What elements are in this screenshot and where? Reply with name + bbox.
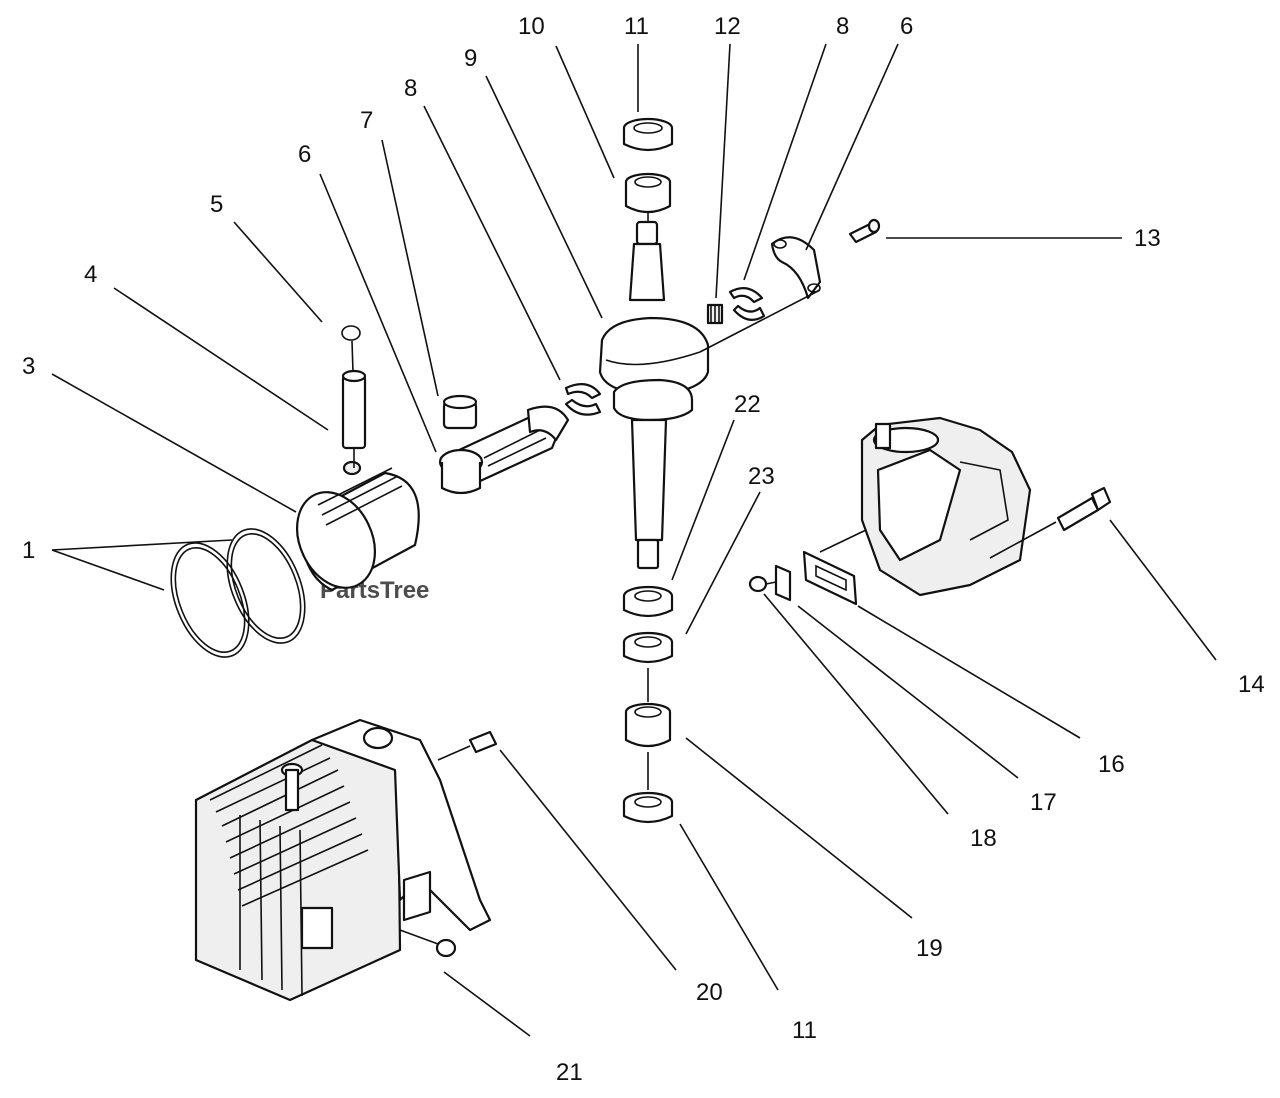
top-seal <box>622 117 674 152</box>
top-bearing <box>624 172 672 222</box>
rod-cap <box>770 236 822 300</box>
piston <box>296 460 420 592</box>
reed-screw <box>748 575 777 593</box>
callout-1: 1 <box>22 537 35 564</box>
retaining-clip <box>341 325 361 373</box>
needle-bearing <box>706 303 724 325</box>
callout-5: 5 <box>210 191 223 218</box>
reed-valve <box>774 564 792 602</box>
callout-4: 4 <box>84 261 97 288</box>
wrist-pin <box>341 369 367 468</box>
bearing-halves-right <box>728 287 766 321</box>
callout-labels: 1 3 4 5 6 7 8 9 10 11 12 8 6 13 22 23 14… <box>22 13 1265 1086</box>
callout-19: 19 <box>916 935 943 962</box>
callout-6-right: 6 <box>900 13 913 40</box>
callout-17: 17 <box>1030 789 1057 816</box>
piston-rings <box>170 528 306 658</box>
crankcase <box>860 416 1032 597</box>
leader-lines <box>51 43 1217 1037</box>
callout-14: 14 <box>1238 671 1265 698</box>
cylinder-block <box>194 718 492 1002</box>
callout-16: 16 <box>1098 751 1125 778</box>
assembly-line-rod <box>699 289 821 353</box>
callout-23: 23 <box>748 463 775 490</box>
callout-7: 7 <box>360 107 373 134</box>
assembly-line-crankcase <box>989 521 1057 559</box>
callout-20: 20 <box>696 979 723 1006</box>
callout-22: 22 <box>734 391 761 418</box>
callout-21: 21 <box>556 1059 583 1086</box>
lower-bearing <box>624 702 672 748</box>
rod-bolt <box>848 218 881 244</box>
callout-9: 9 <box>464 45 477 72</box>
bearing-halves-left <box>564 383 602 416</box>
callout-6-left: 6 <box>298 141 311 168</box>
callout-11-bottom: 11 <box>792 1017 817 1044</box>
crankshaft <box>598 220 710 570</box>
connecting-rod <box>438 394 570 495</box>
bottom-seal <box>622 791 674 824</box>
crankcase-bolt <box>1056 486 1112 532</box>
cylinder-plug <box>399 929 457 958</box>
callout-3: 3 <box>22 353 35 380</box>
callout-12: 12 <box>714 13 741 40</box>
lower-seal-lower <box>622 631 674 664</box>
callout-11-top: 11 <box>624 13 649 40</box>
callout-10: 10 <box>518 13 545 40</box>
lower-seal-upper <box>622 585 674 618</box>
reed-plate <box>802 550 858 606</box>
callout-8-left: 8 <box>404 75 417 102</box>
assembly-line-gasket <box>819 529 867 553</box>
cylinder-pin <box>437 730 498 761</box>
callout-8-right: 8 <box>836 13 849 40</box>
callout-18: 18 <box>970 825 997 852</box>
callout-13: 13 <box>1134 225 1161 252</box>
